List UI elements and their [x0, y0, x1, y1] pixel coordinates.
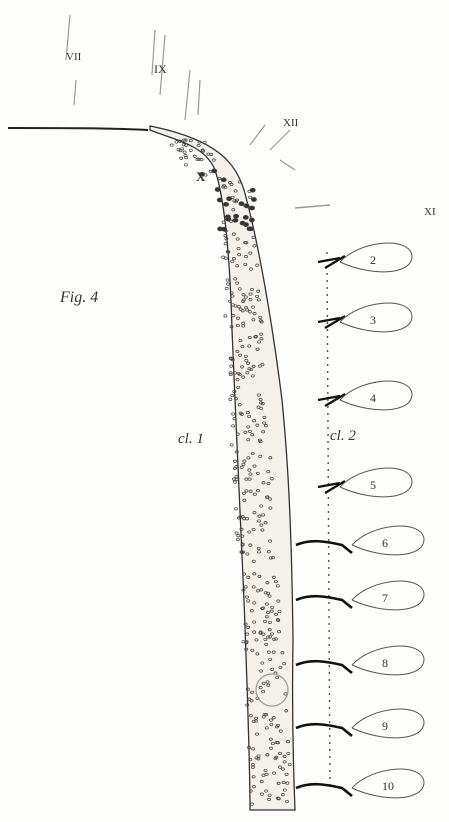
segment-number: 9: [382, 719, 388, 733]
segment-8: 8: [296, 646, 424, 675]
cell-dot: [226, 279, 229, 281]
cell-dot: [244, 204, 249, 208]
segment-number: 6: [382, 536, 388, 550]
segment-4: 4: [318, 381, 412, 410]
segment-5: 5: [318, 468, 412, 497]
cell-dot: [224, 257, 227, 259]
cell-dot: [227, 197, 232, 201]
segment-root: [296, 596, 352, 608]
cell-dot: [249, 196, 252, 198]
cell-dot: [231, 394, 234, 396]
segment-root: [296, 784, 352, 796]
segment-10: 10: [296, 769, 424, 798]
cell-dot: [175, 141, 178, 143]
label-x: X: [196, 169, 206, 184]
segment-loop: [340, 243, 412, 272]
cell-dot: [217, 198, 222, 202]
segment-7: 7: [296, 581, 424, 610]
segment-6: 6: [296, 526, 424, 555]
segment-loop: [340, 468, 412, 497]
cell-dot: [222, 227, 227, 231]
cell-dot: [233, 460, 236, 462]
segment-3: 3: [318, 303, 412, 332]
segment-number: 2: [370, 253, 376, 267]
segment-loop: [340, 381, 412, 410]
cell-dot: [230, 444, 233, 446]
cell-dot: [223, 202, 228, 206]
figure-label: Fig. 4: [59, 289, 98, 306]
cell-dot: [234, 508, 237, 510]
cell-dot: [226, 217, 231, 221]
label-xii: XII: [283, 117, 299, 129]
segment-root: [296, 541, 352, 553]
cord-cl2: [327, 252, 330, 790]
cell-dot: [233, 218, 238, 222]
cell-dot: [224, 315, 227, 317]
cell-dot: [221, 178, 226, 182]
segment-number: 10: [382, 779, 394, 793]
cell-dot: [215, 188, 220, 192]
segment-number: 8: [382, 656, 388, 670]
cell-dot: [249, 206, 254, 210]
cell-dot: [180, 157, 183, 159]
segment-loops: 2 3 4 5 6 7 8 9 10: [296, 243, 424, 798]
cell-dot: [183, 151, 186, 153]
cell-dot: [235, 476, 238, 478]
cell-dot: [170, 144, 173, 146]
segment-loop: [352, 526, 424, 555]
cell-dot: [243, 215, 248, 219]
label-xi: XI: [424, 206, 436, 218]
segment-9: 9: [296, 709, 424, 738]
segment-loop: [340, 303, 412, 332]
cell-dot: [236, 538, 239, 540]
segment-loop: [352, 646, 424, 675]
cell-dot: [234, 214, 239, 218]
label-cl1: cl. 1: [178, 431, 204, 447]
cell-dot: [250, 188, 255, 192]
cell-dot: [233, 481, 236, 483]
cell-dot: [227, 283, 230, 285]
segment-number: 5: [370, 478, 376, 492]
segment-root: [296, 724, 352, 736]
segment-number: 3: [370, 313, 376, 327]
cell-dot: [230, 365, 233, 367]
cell-dot: [229, 398, 232, 400]
cell-dot: [232, 425, 235, 427]
segment-loop: [352, 709, 424, 738]
cell-dot: [249, 218, 254, 222]
cell-dot: [225, 287, 228, 289]
segment-number: 4: [370, 391, 376, 405]
segment-number: 7: [382, 591, 388, 605]
cell-dot: [232, 413, 235, 415]
cell-dot: [193, 155, 196, 157]
cell-dot: [237, 535, 240, 537]
body-outline: [8, 128, 148, 130]
label-ix: IX: [154, 62, 167, 76]
cell-dot: [189, 149, 192, 151]
label-vii: VII: [66, 51, 82, 63]
segment-2: 2: [318, 243, 412, 272]
cell-dot: [248, 227, 253, 231]
label-cl2: cl. 2: [330, 428, 356, 444]
cell-dot: [240, 221, 245, 225]
cell-dot: [235, 532, 238, 534]
cell-dot: [184, 164, 187, 166]
segment-root: [296, 661, 352, 673]
cell-dot: [251, 198, 256, 202]
segment-loop: [352, 581, 424, 610]
